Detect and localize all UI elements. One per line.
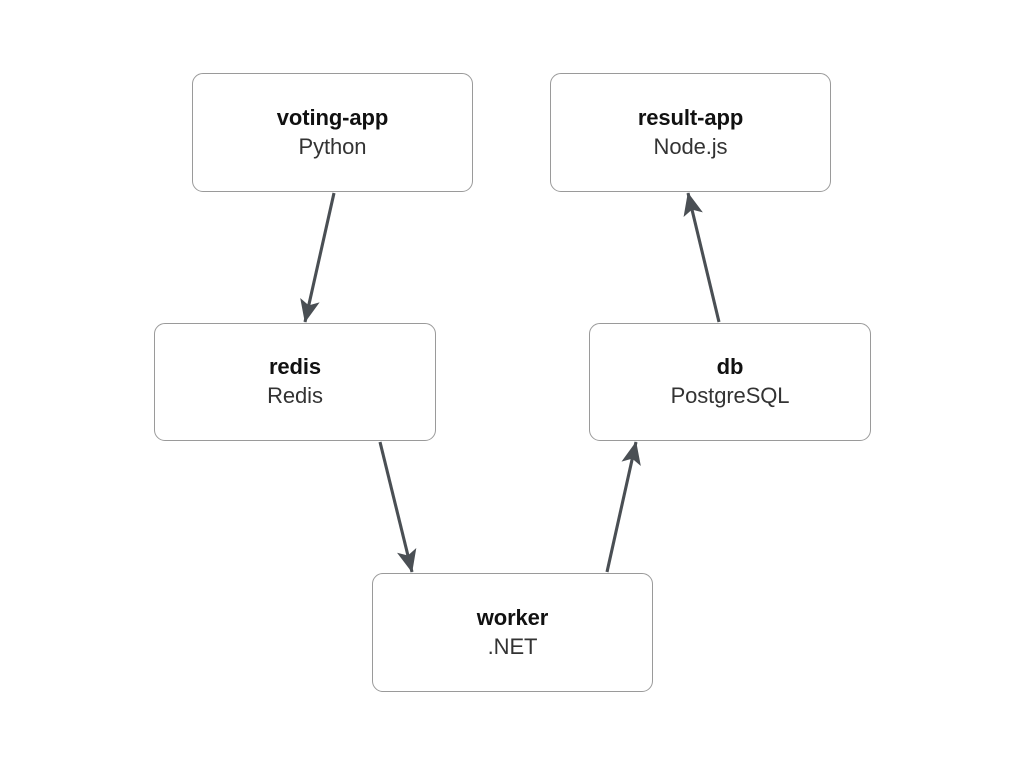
edge-redis-to-worker bbox=[378, 441, 417, 573]
node-subtitle: Python bbox=[298, 133, 367, 159]
node-worker[interactable]: worker .NET bbox=[372, 573, 653, 692]
node-title: redis bbox=[268, 354, 322, 380]
edge-voting-app-to-redis bbox=[300, 192, 336, 323]
node-voting-app[interactable]: voting-app Python bbox=[192, 73, 473, 192]
node-db[interactable]: db PostgreSQL bbox=[589, 323, 871, 441]
node-subtitle: Node.js bbox=[653, 133, 728, 159]
edge-db-to-result-app bbox=[683, 192, 721, 323]
node-title: worker bbox=[476, 604, 549, 630]
edge-worker-to-db bbox=[605, 441, 641, 573]
node-subtitle: .NET bbox=[487, 633, 538, 659]
node-redis[interactable]: redis Redis bbox=[154, 323, 436, 441]
node-title: voting-app bbox=[276, 104, 389, 130]
node-subtitle: PostgreSQL bbox=[670, 383, 790, 409]
node-title: db bbox=[716, 354, 744, 380]
node-subtitle: Redis bbox=[267, 383, 323, 409]
node-result-app[interactable]: result-app Node.js bbox=[550, 73, 831, 192]
node-title: result-app bbox=[637, 104, 744, 130]
